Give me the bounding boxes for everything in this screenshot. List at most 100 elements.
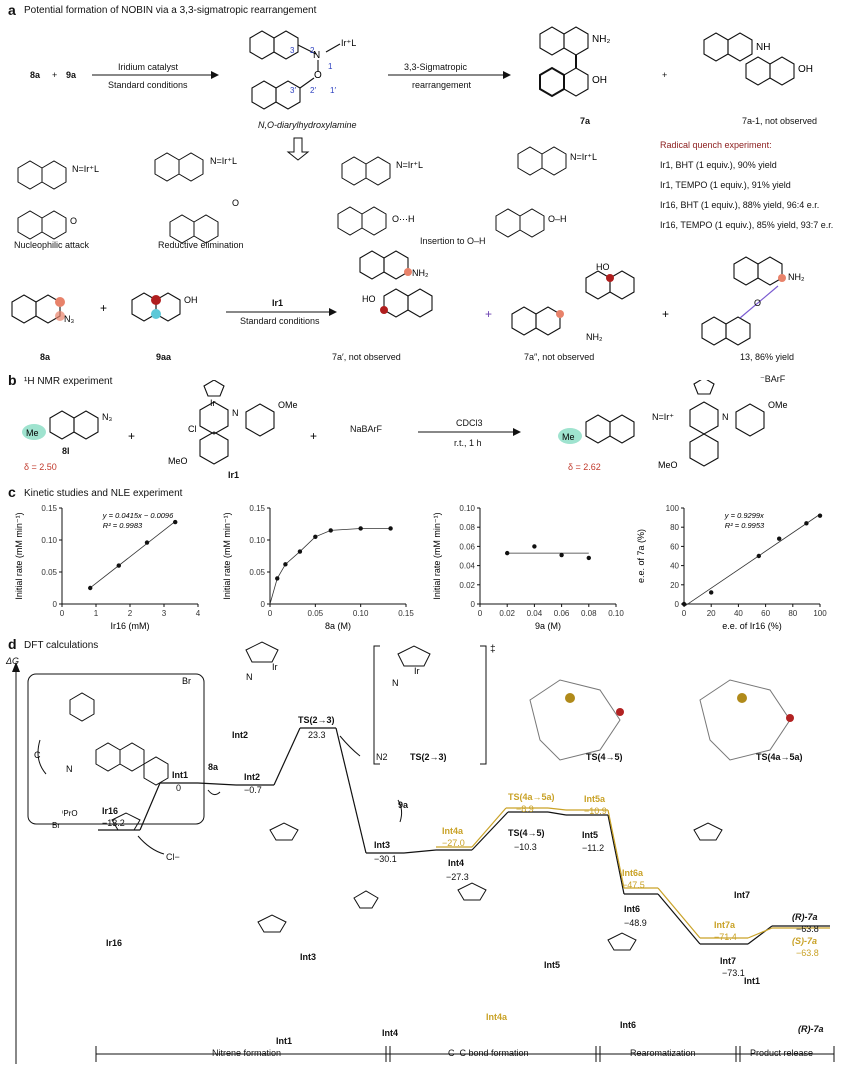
svg-text:NH: NH xyxy=(756,42,770,53)
panel-a-title: Potential formation of NOBIN via a 3,3-s… xyxy=(24,5,317,16)
panel-b-label: b xyxy=(8,372,17,388)
gold-int4a-name: Int4a xyxy=(442,826,464,836)
data-point xyxy=(586,555,591,561)
radical-title: Radical quench experiment: xyxy=(660,140,772,150)
row3-8a: 8a xyxy=(40,352,51,362)
gold-ts4a5a-name: TS(4a→5a) xyxy=(508,792,555,802)
svg-text:O: O xyxy=(754,298,761,308)
x-tick-label: 3 xyxy=(162,609,167,618)
data-point xyxy=(116,563,121,568)
svg-text:OH: OH xyxy=(184,295,198,305)
reactant-9a: 9a xyxy=(66,70,77,80)
radical-line-4: Ir16, TEMPO (1 equiv.), 85% yield, 93:7 … xyxy=(660,220,834,230)
lvl-int2-name: Int2 xyxy=(244,772,261,782)
struct-int3: Int3 xyxy=(300,952,317,962)
data-point xyxy=(709,590,714,595)
svg-text:N₃: N₃ xyxy=(102,412,112,422)
svg-text:NH₂: NH₂ xyxy=(592,34,610,45)
plus-sign-2: + xyxy=(662,70,668,80)
row3-p2: 7a″, not observed xyxy=(524,352,595,362)
row3-9aa: 9aa xyxy=(156,352,172,362)
lvl-r7a-name: (R)-7a xyxy=(792,912,818,922)
data-point xyxy=(275,576,280,581)
svg-text:+: + xyxy=(310,429,317,443)
lvl-int7-name: Int7 xyxy=(720,956,737,966)
lvl-ts45-val: −10.3 xyxy=(514,842,537,852)
atom-num-2p: 2′ xyxy=(310,86,316,95)
svg-text:Ir⁺L: Ir⁺L xyxy=(341,38,356,48)
caption-reductive: Reductive elimination xyxy=(158,240,244,250)
fit-annotation: y = 0.9299x xyxy=(724,511,764,520)
atom-num-3: 3 xyxy=(290,46,295,55)
y-tick-label: 0.02 xyxy=(459,581,475,590)
svg-text:OH: OH xyxy=(592,75,607,86)
struct-int7: Int7 xyxy=(734,890,751,900)
stage-rearom: Rearomatization xyxy=(630,1048,696,1058)
x-tick-label: 0.10 xyxy=(608,609,624,618)
radical-line-1: Ir1, BHT (1 equiv.), 90% yield xyxy=(660,160,777,170)
svg-text:‡: ‡ xyxy=(490,644,496,655)
x-tick-label: 80 xyxy=(788,609,797,618)
lvl-int4-name: Int4 xyxy=(448,858,465,868)
reactant-8a: 8a xyxy=(30,70,41,80)
lvl-r7a-val: −63.8 xyxy=(796,924,819,934)
struct-ts23: TS(2→3) xyxy=(410,752,447,762)
x-tick-label: 0.05 xyxy=(308,609,324,618)
svg-text:+: + xyxy=(485,307,492,321)
svg-text:N: N xyxy=(392,678,399,688)
struct-int6: Int6 xyxy=(620,1020,637,1030)
svg-text:N=Ir⁺: N=Ir⁺ xyxy=(652,412,674,422)
y-axis-label: Initial rate (mM min⁻¹) xyxy=(432,512,442,599)
svg-text:NH₂: NH₂ xyxy=(788,272,805,282)
lvl-int6-val: −48.9 xyxy=(624,918,647,928)
radical-line-2: Ir1, TEMPO (1 equiv.), 91% yield xyxy=(660,180,791,190)
lvl-int6-name: Int6 xyxy=(624,904,641,914)
delta-2: δ = 2.62 xyxy=(568,462,601,472)
data-point xyxy=(804,521,809,526)
gold-int5a-name: Int5a xyxy=(584,794,606,804)
y-tick-label: 0 xyxy=(53,600,58,609)
svg-text:N: N xyxy=(722,412,729,422)
gold-s7a-val: −63.8 xyxy=(796,948,819,958)
lvl-int5-name: Int5 xyxy=(582,830,599,840)
svg-text:HO: HO xyxy=(596,262,610,272)
svg-text:+: + xyxy=(662,307,669,321)
gold-s7a-name: (S)-7a xyxy=(792,936,818,946)
data-point xyxy=(144,540,150,545)
x-tick-label: 0.04 xyxy=(527,609,543,618)
y-tick-label: 0.05 xyxy=(249,568,265,577)
x-axis-label: Ir16 (mM) xyxy=(111,621,150,631)
lvl-ts45-name: TS(4→5) xyxy=(508,828,545,838)
x-tick-label: 0.15 xyxy=(398,609,414,618)
svg-text:C: C xyxy=(34,750,41,760)
stage-cc: C–C bond formation xyxy=(448,1048,529,1058)
fit-annotation: y = 0.0415x − 0.0096 xyxy=(102,511,174,520)
plus-sign: + xyxy=(52,70,58,80)
svg-text:Cl: Cl xyxy=(188,424,197,434)
data-point xyxy=(559,552,564,558)
gold-int5a-val: −10.9 xyxy=(584,806,607,816)
gold-int6a-val: −47.5 xyxy=(622,880,645,890)
x-tick-label: 60 xyxy=(761,609,770,618)
y-tick-label: 0.15 xyxy=(249,504,265,513)
svg-text:N₃: N₃ xyxy=(64,314,74,324)
x-tick-label: 0.10 xyxy=(353,609,369,618)
struct-int1-right: Int1 xyxy=(744,976,761,986)
struct-int4a: Int4a xyxy=(486,1012,508,1022)
svg-text:NH₂: NH₂ xyxy=(412,268,429,278)
lvl-ir16-name: Ir16 xyxy=(102,806,119,816)
lvl-int1-name: Int1 xyxy=(172,770,189,780)
x-tick-label: 20 xyxy=(707,609,716,618)
svg-text:N: N xyxy=(66,764,73,774)
lvl-ts23-name: TS(2→3) xyxy=(298,715,335,725)
y-tick-label: 60 xyxy=(670,542,679,551)
row3-arrow-top: Ir1 xyxy=(272,298,284,308)
lvl-ts23-val: 23.3 xyxy=(308,730,326,740)
intermediate-caption: N,O-diarylhydroxylamine xyxy=(258,120,357,130)
struct-ir16: Ir16 xyxy=(106,938,123,948)
svg-text:Br: Br xyxy=(52,821,60,830)
data-point xyxy=(328,528,333,533)
y-tick-label: 0.08 xyxy=(459,523,475,532)
